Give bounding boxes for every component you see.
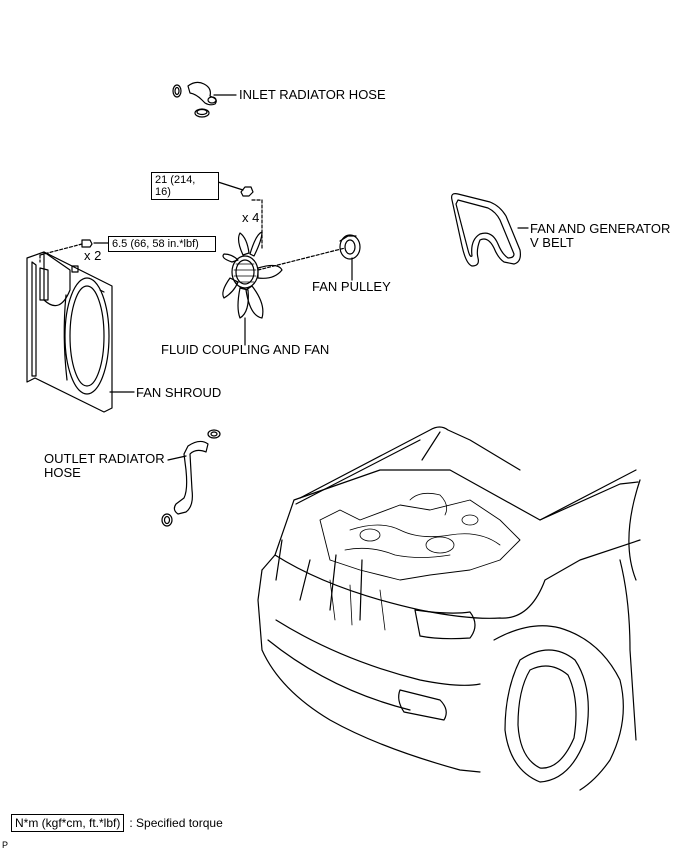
fan-generator-belt-label-line2: V BELT xyxy=(530,235,574,250)
shroud-bolt-torque-value: 6.5 (66, 58 in.*lbf) xyxy=(112,238,199,250)
coupling-nut-torque-box: 21 (214, 16) xyxy=(151,172,219,200)
fan-shroud-label: FAN SHROUD xyxy=(136,385,222,400)
outlet-radiator-hose-label-line1: OUTLET RADIATOR xyxy=(44,451,165,466)
inlet-radiator-hose xyxy=(172,81,237,118)
outlet-radiator-hose xyxy=(161,429,221,527)
coupling-nut-torque-line1: 21 (214, xyxy=(155,174,196,186)
fan-pulley xyxy=(339,234,361,281)
outlet-radiator-hose-label-line2: HOSE xyxy=(44,465,81,480)
fan-generator-v-belt xyxy=(451,193,529,267)
legend-description: : Specified torque xyxy=(129,816,223,830)
torque-legend: N*m (kgf*cm, ft.*lbf) : Specified torque xyxy=(11,814,223,832)
legend-unit-box: N*m (kgf*cm, ft.*lbf) xyxy=(11,814,125,832)
fan-pulley-label: FAN PULLEY xyxy=(312,279,391,294)
vehicle-engine-bay xyxy=(257,426,641,791)
fan-generator-belt-label-line1: FAN AND GENERATOR xyxy=(530,221,671,236)
inlet-radiator-hose-label: INLET RADIATOR HOSE xyxy=(239,87,386,102)
fan-shroud xyxy=(26,251,135,413)
coupling-nut-quantity: x 4 xyxy=(242,210,260,225)
coupling-nut-torque-line2: 16) xyxy=(155,186,171,198)
shroud-bolt-quantity: x 2 xyxy=(84,248,102,263)
fluid-coupling-fan xyxy=(222,231,346,346)
coupling-nut xyxy=(217,181,263,249)
corner-mark: P xyxy=(2,840,9,850)
shroud-bolt-torque-box: 6.5 (66, 58 in.*lbf) xyxy=(108,236,216,252)
fluid-coupling-fan-label: FLUID COUPLING AND FAN xyxy=(161,342,330,357)
